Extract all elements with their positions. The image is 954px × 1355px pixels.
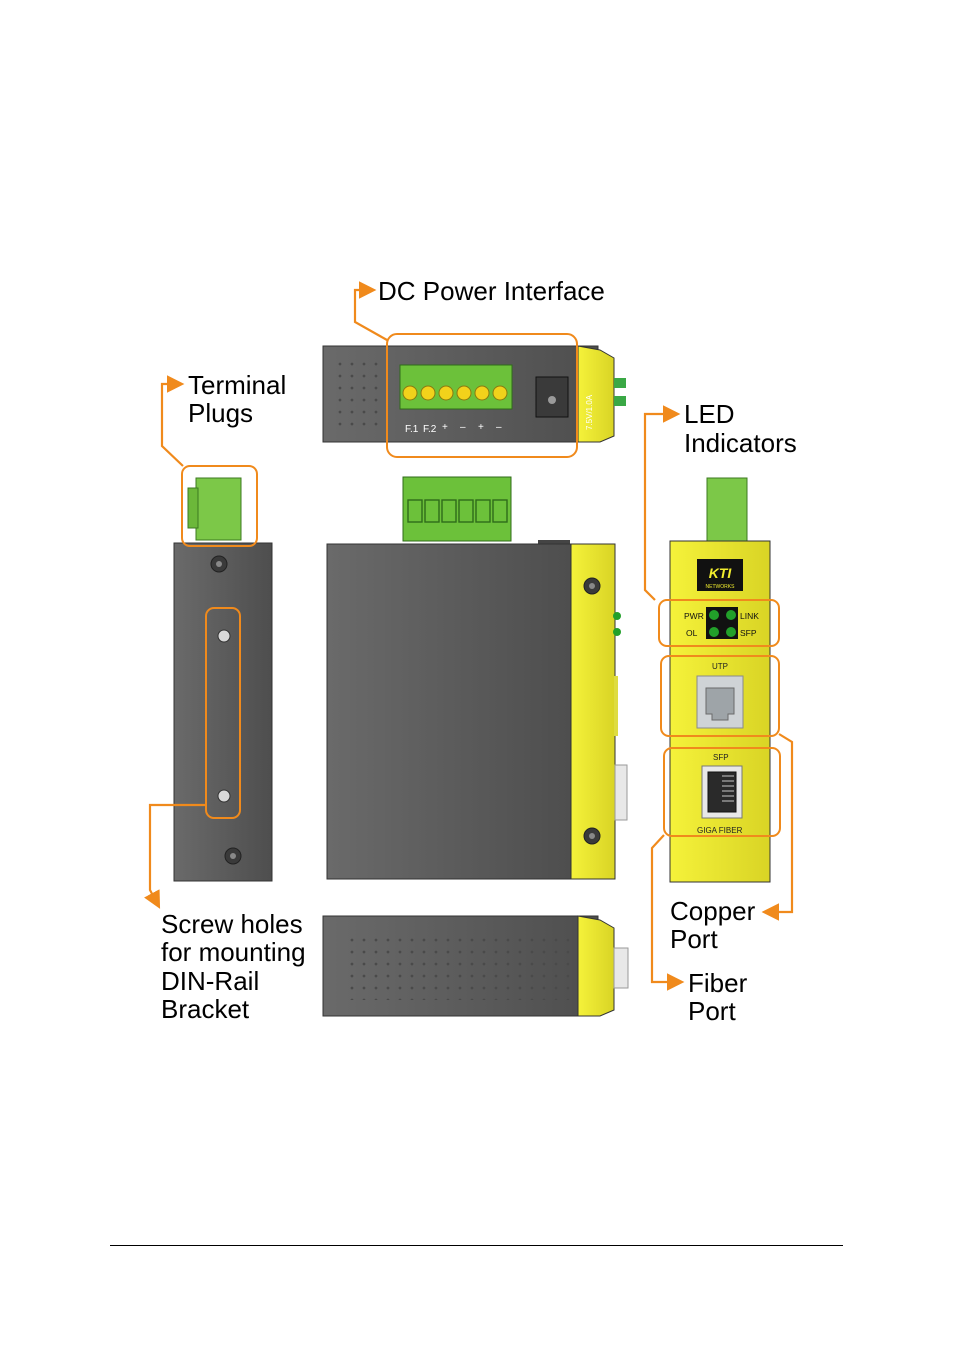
led-label-pwr: PWR bbox=[684, 611, 704, 621]
led-indicators-label-line1: LED bbox=[684, 399, 735, 429]
svg-text:7.5V/1.0A: 7.5V/1.0A bbox=[585, 394, 594, 430]
led-sfp-icon bbox=[726, 627, 736, 637]
fiber-port-label-line2: Port bbox=[688, 996, 736, 1026]
screw-holes-label-line2: for mounting bbox=[161, 937, 306, 967]
brand-logo-subtext: NETWORKS bbox=[706, 584, 736, 590]
left-side-view bbox=[144, 375, 273, 909]
svg-text:F.1: F.1 bbox=[405, 424, 419, 435]
svg-text:F.2: F.2 bbox=[423, 424, 437, 435]
copper-port-label-line1: Copper bbox=[670, 896, 756, 926]
led-ol-icon bbox=[709, 627, 719, 637]
copper-port-label-line2: Port bbox=[670, 924, 718, 954]
screw-holes-label-line4: Bracket bbox=[161, 994, 250, 1024]
right-panel-view: KTI NETWORKS PWR LINK OL SFP UTP SFP GIG… bbox=[643, 405, 794, 991]
utp-label: UTP bbox=[712, 662, 728, 671]
screw-holes-label-line3: DIN-Rail bbox=[161, 966, 259, 996]
rj45-port-icon bbox=[705, 687, 735, 721]
top-view: F.1 F.2 + – + – 7.5V/1.0A bbox=[322, 281, 626, 458]
front-view bbox=[326, 476, 628, 880]
led-label-link: LINK bbox=[740, 611, 759, 621]
sfp-cage-icon bbox=[707, 771, 737, 813]
giga-fiber-label: GIGA FIBER bbox=[697, 826, 743, 835]
brand-logo-text: KTI bbox=[709, 565, 733, 581]
svg-text:–: – bbox=[460, 422, 466, 433]
fiber-port-label-line1: Fiber bbox=[688, 968, 748, 998]
led-label-ol: OL bbox=[686, 628, 698, 638]
sfp-label: SFP bbox=[713, 753, 729, 762]
led-indicators-label-line2: Indicators bbox=[684, 428, 797, 458]
led-pwr-icon bbox=[709, 610, 719, 620]
screw-holes-label-line1: Screw holes bbox=[161, 909, 303, 939]
dc-power-label: DC Power Interface bbox=[378, 276, 605, 306]
svg-text:+: + bbox=[442, 422, 448, 433]
led-label-sfp: SFP bbox=[740, 628, 757, 638]
bottom-view bbox=[322, 915, 629, 1017]
terminal-plugs-label-line2: Plugs bbox=[188, 398, 253, 428]
terminal-screws bbox=[402, 385, 508, 401]
svg-text:–: – bbox=[496, 422, 502, 433]
svg-text:+: + bbox=[478, 422, 484, 433]
footer-rule bbox=[110, 1245, 843, 1246]
terminal-plugs-label-line1: Terminal bbox=[188, 370, 286, 400]
led-link-icon bbox=[726, 610, 736, 620]
